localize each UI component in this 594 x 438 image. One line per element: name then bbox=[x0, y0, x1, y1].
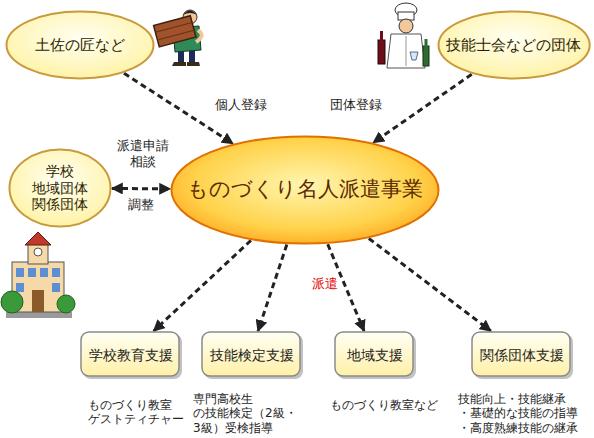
text-line: 学校 bbox=[32, 163, 88, 180]
chef-illustration-part bbox=[380, 31, 383, 41]
worker-illustration-part bbox=[183, 11, 197, 16]
text-line: ・基礎的な技能の指導 bbox=[458, 406, 578, 420]
worker-illustration bbox=[154, 10, 202, 66]
text-line: 土佐の匠など bbox=[35, 36, 125, 54]
school-building-illustration-part bbox=[6, 312, 72, 318]
text-line: 団体登録 bbox=[330, 97, 382, 113]
school-building-illustration-part bbox=[57, 295, 75, 313]
school-building-illustration-part bbox=[28, 244, 48, 264]
worker-illustration-part bbox=[172, 62, 186, 66]
chef-illustration-part bbox=[406, 36, 407, 66]
edge-label: 個人登録 bbox=[215, 97, 267, 113]
edge-label: 団体登録 bbox=[330, 97, 382, 113]
chef-illustration-part bbox=[378, 40, 385, 64]
text-line: 技能検定支援 bbox=[210, 347, 294, 364]
text-line: 相談 bbox=[112, 154, 174, 170]
text-line: 派遣 bbox=[312, 276, 338, 292]
text-line: 地域団体 bbox=[32, 180, 88, 197]
text-line: 技能向上・技能継承 bbox=[458, 392, 578, 406]
node-text: 土佐の匠など bbox=[35, 36, 125, 54]
school-building-illustration-part bbox=[1, 291, 23, 313]
text-line: 派遣申請 bbox=[112, 138, 174, 154]
text-line: 調整 bbox=[128, 197, 154, 213]
school-building-illustration-part bbox=[40, 268, 48, 277]
text-line: ゲストティチャー bbox=[88, 412, 184, 426]
text-line: 関係団体支援 bbox=[480, 347, 564, 364]
text-line: 地域支援 bbox=[347, 347, 403, 364]
text-line: 技能士会などの団体 bbox=[446, 36, 581, 54]
text-line: ものづくり名人派遣事業 bbox=[187, 177, 423, 202]
node-text: 地域支援 bbox=[347, 347, 403, 364]
school-building-illustration-part bbox=[28, 268, 36, 277]
support-box: 技能検定支援 bbox=[201, 331, 303, 379]
support-box: 関係団体支援 bbox=[471, 331, 573, 379]
chef-illustration-part bbox=[410, 52, 418, 60]
description-text: 技能向上・技能継承 ・基礎的な技能の指導 ・高度熟練技能の継承 bbox=[458, 392, 578, 435]
dashed-arrow bbox=[112, 187, 170, 190]
school-building-illustration-part bbox=[52, 283, 60, 292]
school-building-illustration-part bbox=[25, 232, 51, 245]
dashed-arrow bbox=[373, 74, 471, 142]
text-line: 専門高校生 bbox=[193, 392, 297, 406]
worker-illustration-part-part bbox=[155, 23, 192, 33]
school-building-illustration-part bbox=[16, 283, 24, 292]
dashed-arrow bbox=[154, 240, 251, 331]
school-building-illustration bbox=[1, 232, 75, 318]
ellipse-shape bbox=[10, 150, 111, 227]
worker-illustration-part-part bbox=[157, 30, 194, 40]
description-text: ものづくり教室など bbox=[330, 398, 438, 412]
box-shape bbox=[472, 332, 570, 376]
chef-illustration-part bbox=[425, 39, 428, 47]
edge-label: 派遣申請 相談 bbox=[112, 138, 174, 171]
school-building-illustration-part bbox=[52, 268, 60, 277]
registrant-ellipse: 土佐の匠など bbox=[5, 10, 155, 80]
node-text: 学校教育支援 bbox=[89, 347, 173, 364]
box-shape bbox=[81, 332, 179, 376]
chef-illustration-part bbox=[387, 34, 425, 68]
text-line: 3級）受検指導 bbox=[193, 421, 297, 435]
worker-illustration-part-part bbox=[154, 16, 196, 47]
connector-note: 調整 bbox=[128, 197, 154, 213]
text-line: 学校教育支援 bbox=[89, 347, 173, 364]
ellipse-shape bbox=[172, 137, 439, 244]
support-box: 地域支援 bbox=[334, 331, 416, 379]
description-text: ものづくり教室 ゲストティチャー bbox=[88, 398, 184, 427]
text-line: ・高度熟練技能の継承 bbox=[458, 421, 578, 435]
school-building-illustration-part bbox=[16, 268, 24, 277]
applicant-ellipse: 学校 地域団体 関係団体 bbox=[8, 148, 112, 228]
text-line: 関係団体 bbox=[32, 196, 88, 213]
dashed-arrow bbox=[369, 238, 491, 331]
chef-illustration-part bbox=[399, 19, 413, 33]
dispatch-label: 派遣 bbox=[312, 276, 338, 292]
chef-illustration bbox=[378, 3, 429, 68]
chef-illustration-part bbox=[423, 46, 429, 66]
ellipse-shape bbox=[438, 12, 589, 79]
main-program-ellipse: ものづくり名人派遣事業 bbox=[170, 135, 440, 245]
worker-illustration-part bbox=[154, 16, 196, 47]
registrant-ellipse: 技能士会などの団体 bbox=[437, 10, 591, 80]
text-line: 個人登録 bbox=[215, 97, 267, 113]
text-line: ものづくり教室など bbox=[330, 398, 438, 412]
box-shape bbox=[202, 332, 300, 376]
ellipse-shape bbox=[7, 12, 154, 79]
text-line: の技能検定（2級・ bbox=[193, 406, 297, 420]
worker-illustration-part bbox=[196, 30, 202, 42]
node-text: 技能検定支援 bbox=[210, 347, 294, 364]
support-box: 学校教育支援 bbox=[80, 331, 182, 379]
node-text: 技能士会などの団体 bbox=[446, 36, 581, 54]
worker-illustration-part bbox=[187, 62, 200, 66]
node-text: 学校 地域団体 関係団体 bbox=[32, 163, 88, 213]
dashed-arrow bbox=[258, 245, 287, 332]
text-line: ものづくり教室 bbox=[88, 398, 184, 412]
school-building-illustration-part bbox=[34, 248, 42, 256]
description-text: 専門高校生 の技能検定（2級・ 3級）受検指導 bbox=[193, 392, 297, 435]
school-building-illustration-part bbox=[32, 290, 44, 312]
node-text: 関係団体支援 bbox=[480, 347, 564, 364]
box-shape bbox=[335, 332, 413, 376]
node-text: ものづくり名人派遣事業 bbox=[187, 177, 423, 202]
